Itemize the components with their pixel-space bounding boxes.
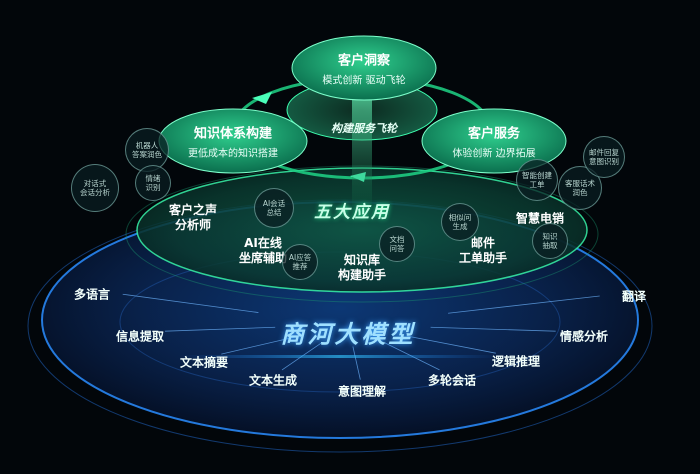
capability-connector bbox=[221, 335, 298, 355]
app-label: AI在线 坐席辅助 bbox=[238, 236, 288, 265]
node-subtitle: 更低成本的知识搭建 bbox=[188, 148, 278, 160]
capability-label: 文本摘要 bbox=[179, 355, 229, 370]
capability-label: 逻辑推理 bbox=[491, 354, 541, 369]
feature-bubble: 邮件回复 意图识别 bbox=[583, 136, 625, 178]
app-ai-agent-assist: AI在线 坐席辅助 bbox=[239, 236, 287, 266]
feature-bubble: 相似问 生成 bbox=[441, 203, 479, 241]
app-email-ticket: 邮件 工单助手 bbox=[459, 236, 507, 266]
apps-platform bbox=[137, 168, 587, 292]
capability-connector bbox=[430, 326, 556, 332]
node-title: 客户洞察 bbox=[337, 53, 390, 69]
capability-label: 翻译 bbox=[621, 289, 647, 304]
capability-label: 文本生成 bbox=[248, 373, 298, 388]
capability-label: 多语言 bbox=[73, 287, 111, 302]
model-title: 商河大模型 bbox=[280, 320, 416, 349]
node-title: 知识体系构建 bbox=[193, 126, 272, 142]
feature-bubble: AI会话 总结 bbox=[254, 188, 294, 228]
node-subtitle: 体验创新 边界拓展 bbox=[452, 148, 536, 160]
flywheel-hub-title: 构建服务飞轮 bbox=[331, 122, 397, 135]
capability-label: 多轮会话 bbox=[427, 373, 477, 388]
feature-bubble: 对话式 会话分析 bbox=[71, 164, 119, 212]
feature-bubble: 机器人 答案润色 bbox=[125, 128, 169, 172]
node-customer-insight: 客户洞察 模式创新 驱动飞轮 bbox=[322, 50, 405, 87]
app-label: 客户之声 分析师 bbox=[168, 203, 218, 232]
node-subtitle: 模式创新 驱动飞轮 bbox=[322, 75, 406, 87]
upward-arrow-icon bbox=[342, 70, 382, 206]
feature-bubble: 文档 问答 bbox=[379, 226, 415, 262]
feature-bubble: 情绪 识别 bbox=[135, 165, 171, 201]
circle-customer-service bbox=[421, 108, 567, 174]
circle-customer-insight bbox=[291, 35, 437, 101]
capability-connector bbox=[406, 335, 496, 354]
feature-bubble: AI应答 推荐 bbox=[282, 244, 318, 280]
apps-title: 五大应用 bbox=[314, 202, 390, 223]
capability-connector bbox=[448, 295, 600, 314]
app-kb-builder: 知识库 构建助手 bbox=[338, 253, 386, 283]
cycle-arrow-icon bbox=[252, 92, 272, 104]
feature-bubble: 知识 抽取 bbox=[532, 223, 568, 259]
app-label: 智慧电销 bbox=[515, 211, 565, 226]
capability-label: 意图理解 bbox=[337, 384, 387, 399]
app-label: 邮件 工单助手 bbox=[458, 236, 508, 265]
app-voice-of-customer: 客户之声 分析师 bbox=[169, 203, 217, 233]
capability-connector bbox=[164, 326, 276, 332]
capability-connector bbox=[352, 346, 361, 380]
capability-label: 信息提取 bbox=[115, 329, 165, 344]
feature-bubble: 智能创建 工单 bbox=[516, 159, 558, 201]
app-label: 知识库 构建助手 bbox=[337, 253, 387, 282]
node-knowledge-system: 知识体系构建 更低成本的知识搭建 bbox=[188, 123, 278, 160]
app-smart-telesales: 智慧电销 bbox=[516, 212, 564, 227]
capability-label: 情感分析 bbox=[559, 329, 609, 344]
capability-connector bbox=[122, 293, 259, 313]
node-title: 客户服务 bbox=[467, 126, 520, 142]
node-customer-service: 客户服务 体验创新 边界拓展 bbox=[452, 123, 535, 160]
